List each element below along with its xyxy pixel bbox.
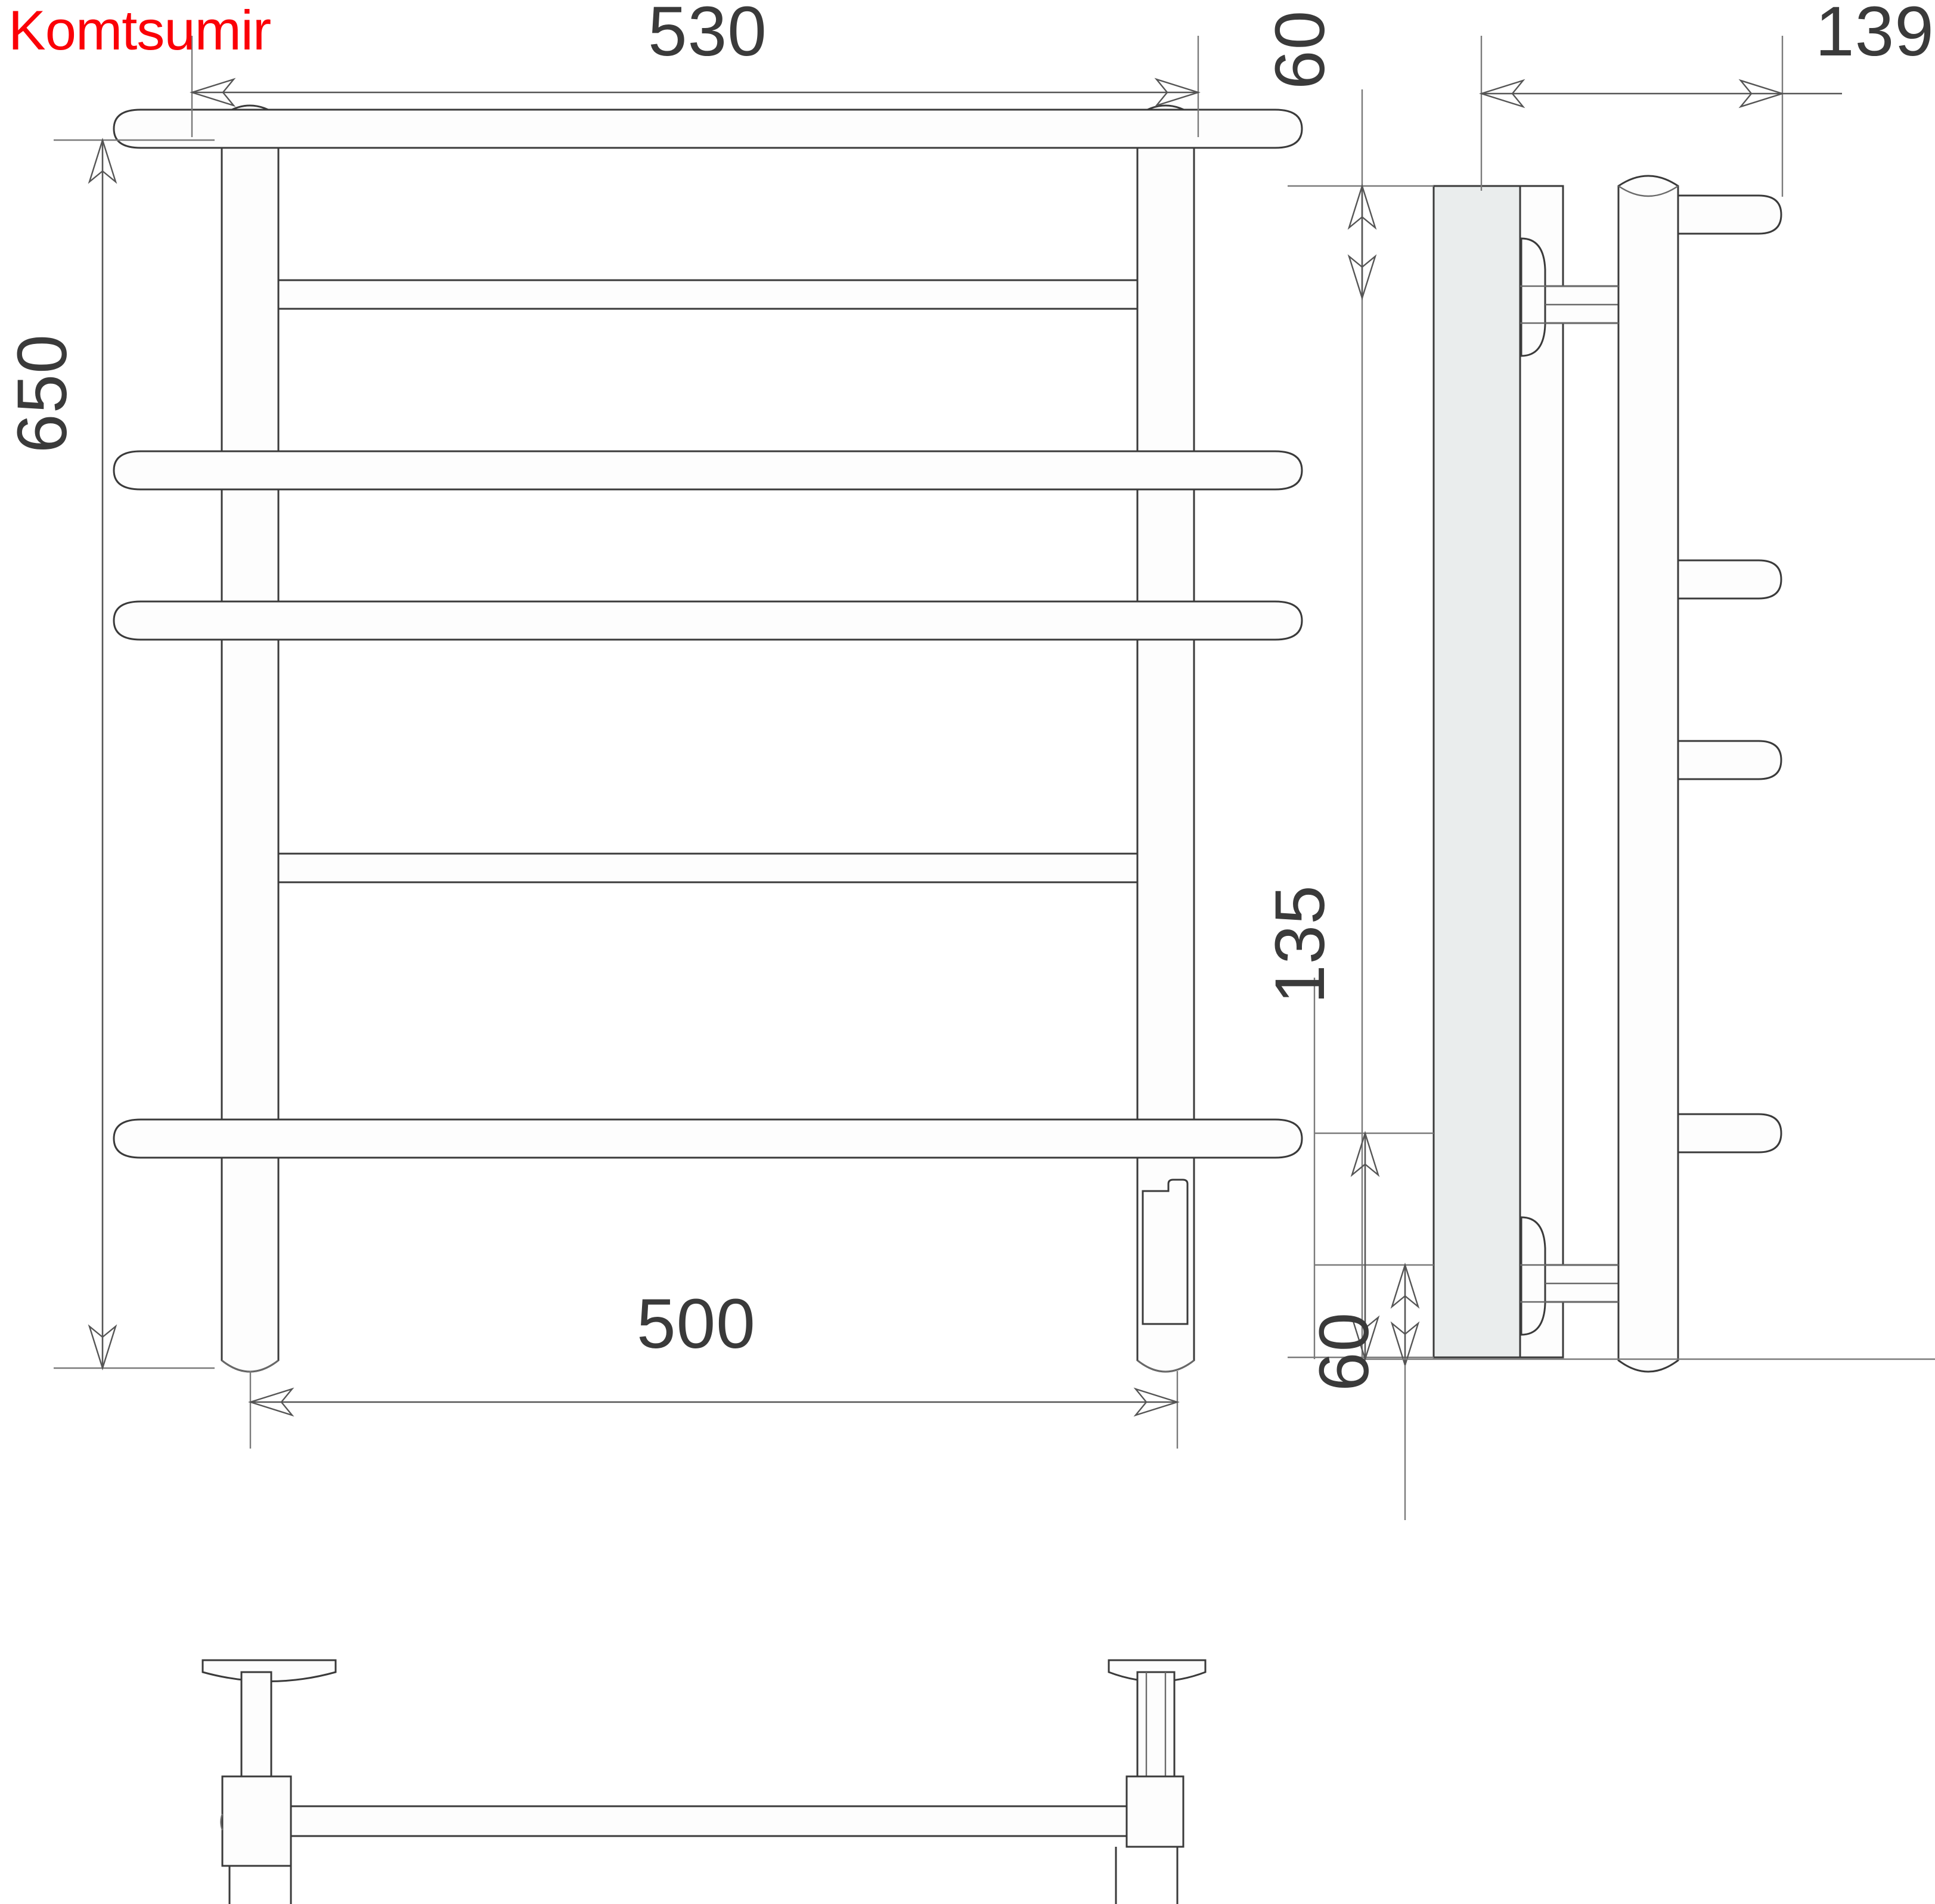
front-heater-element bbox=[1142, 1179, 1189, 1325]
dimension-label-depth-139: 139 bbox=[1815, 0, 1934, 71]
front-rung-4 bbox=[113, 1118, 1303, 1159]
side-rung-stub-3 bbox=[1677, 740, 1782, 780]
front-rung-3 bbox=[113, 600, 1303, 641]
front-rung-2 bbox=[113, 450, 1303, 491]
plan-horizontal-pipe bbox=[290, 1805, 1128, 1837]
side-bracket-lower bbox=[1520, 1216, 1623, 1336]
side-dimension-group bbox=[1313, 36, 1935, 1520]
side-rung-stub-4 bbox=[1677, 1113, 1782, 1153]
front-rung-1 bbox=[113, 108, 1303, 149]
plan-right-mount-block bbox=[1125, 1775, 1184, 1848]
dimension-label-top-offset-60: 60 bbox=[1261, 10, 1339, 89]
plan-left-wall-flange bbox=[201, 1659, 337, 1682]
front-left-post bbox=[221, 104, 280, 1373]
plan-left-stem bbox=[240, 1671, 272, 1778]
front-flat-bar-2 bbox=[277, 852, 1139, 883]
dimension-label-height-650: 650 bbox=[3, 334, 82, 453]
side-rear-pipe bbox=[1519, 185, 1564, 1359]
front-flat-bar-1 bbox=[277, 279, 1139, 310]
plan-right-stem bbox=[1136, 1671, 1176, 1778]
dimension-label-mount-500: 500 bbox=[637, 1285, 756, 1363]
dimension-label-width-530: 530 bbox=[648, 0, 767, 71]
side-wall-slab bbox=[1432, 185, 1521, 1359]
dimension-label-bracket-spacing-135: 135 bbox=[1261, 885, 1339, 1004]
dimension-label-bottom-offset-60: 60 bbox=[1305, 1311, 1384, 1391]
side-bracket-upper bbox=[1520, 237, 1623, 357]
plan-view-group bbox=[201, 1659, 1207, 1904]
front-right-post bbox=[1136, 104, 1195, 1373]
plan-left-mount-block bbox=[220, 1775, 292, 1867]
front-view-group bbox=[113, 104, 1303, 1373]
brand-logo: Komtsumir bbox=[8, 0, 271, 61]
plan-u-loop-pipe bbox=[228, 1847, 1179, 1904]
side-main-post bbox=[1617, 175, 1679, 1373]
front-dimension-group bbox=[54, 36, 1201, 1449]
side-rung-stub-1 bbox=[1677, 194, 1782, 235]
side-rung-stub-2 bbox=[1677, 559, 1782, 600]
side-view-group bbox=[1288, 175, 1782, 1373]
